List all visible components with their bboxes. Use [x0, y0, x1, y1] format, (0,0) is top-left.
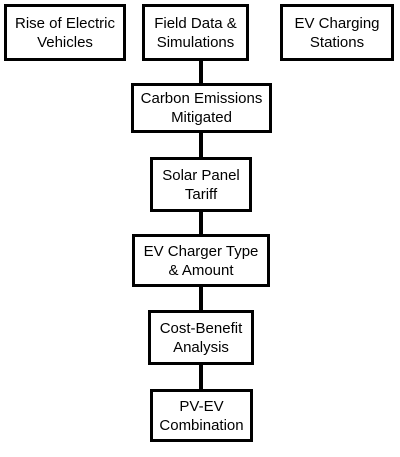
connector-line	[199, 61, 203, 83]
connector-line	[199, 365, 203, 389]
connector-line	[199, 133, 203, 157]
node-ev-charger-type-amount: EV Charger Type& Amount	[132, 234, 270, 287]
connector-line	[199, 287, 203, 310]
node-label: Field Data &Simulations	[154, 14, 237, 51]
connector-line	[199, 212, 203, 234]
node-field-data-simulations: Field Data &Simulations	[142, 4, 249, 61]
node-label: EV Charger Type& Amount	[143, 242, 259, 279]
